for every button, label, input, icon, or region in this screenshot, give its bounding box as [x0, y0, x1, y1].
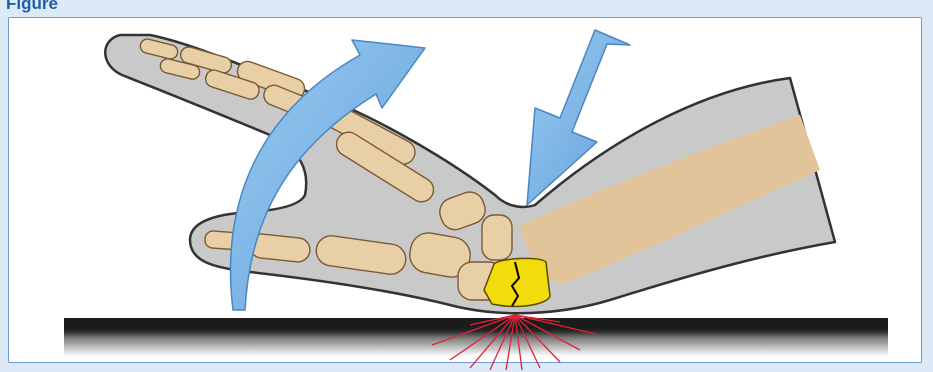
- fractured-scaphoid: [484, 258, 550, 306]
